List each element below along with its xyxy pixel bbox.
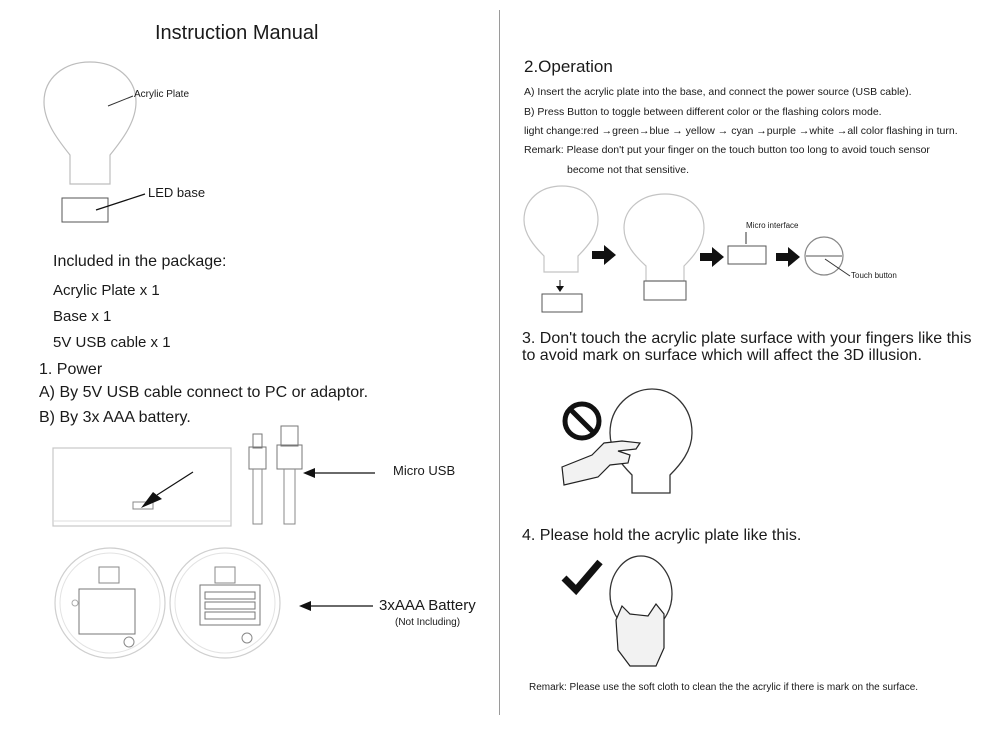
battery-note: (Not Including) — [395, 617, 461, 628]
section-4-text: 4. Please hold the acrylic plate like th… — [522, 527, 802, 544]
cleaning-remark: Remark: Please use the soft cloth to cle… — [529, 682, 919, 693]
power-option-a: A) By 5V USB cable connect to PC or adap… — [39, 384, 369, 401]
battery-diagram — [54, 547, 373, 659]
prohibited-icon — [562, 401, 602, 441]
wrong-handling-illustration — [561, 388, 693, 494]
micro-interface-label: Micro interface — [746, 221, 799, 230]
battery-label: 3xAAA Battery — [379, 597, 476, 614]
power-option-b: B) By 3x AAA battery. — [39, 409, 191, 426]
correct-handling-illustration — [561, 555, 673, 667]
product-diagram — [43, 61, 146, 223]
column-divider — [499, 10, 500, 715]
hand-touching-shape — [561, 440, 642, 486]
operation-line: A) Insert the acrylic plate into the bas… — [524, 86, 912, 98]
operation-line: B) Press Button to toggle between differ… — [524, 106, 882, 118]
operation-remark: Remark: Please don't put your finger on … — [524, 144, 930, 156]
micro-usb-label: Micro USB — [393, 463, 456, 478]
section-3-text: 3. Don't touch the acrylic plate surface… — [522, 330, 972, 364]
micro-usb-plug — [252, 433, 263, 449]
led-base-label: LED base — [148, 185, 206, 200]
acrylic-plate-outline — [43, 61, 137, 185]
led-base-shape — [61, 197, 109, 223]
acrylic-plate-label: Acrylic Plate — [134, 89, 190, 100]
usb-connection-diagram — [52, 425, 375, 527]
operation-heading: 2.Operation — [524, 57, 613, 76]
package-item: 5V USB cable x 1 — [53, 334, 171, 351]
package-heading: Included in the package: — [53, 253, 227, 270]
operation-line: light change:red →green→blue → yellow → … — [524, 125, 958, 137]
touch-button-label: Touch button — [851, 271, 897, 280]
hand-holding-shape — [615, 602, 665, 667]
package-item: Acrylic Plate x 1 — [53, 282, 160, 299]
package-item: Base x 1 — [53, 308, 112, 325]
operation-remark-cont: become not that sensitive. — [567, 164, 689, 176]
base-box-side — [52, 447, 232, 527]
checkmark-icon — [561, 559, 603, 596]
power-heading: 1. Power — [39, 361, 103, 378]
usb-a-plug — [280, 425, 299, 447]
page-title: Instruction Manual — [155, 22, 319, 44]
operation-sequence-diagram — [523, 185, 851, 313]
